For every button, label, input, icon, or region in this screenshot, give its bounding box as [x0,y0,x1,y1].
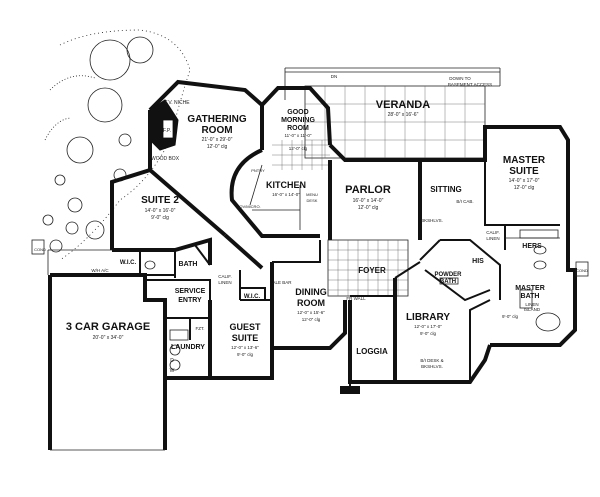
tv-niche-note: T.V. NICHE [164,100,190,106]
bi-desk-note-2: BKSHLVS. [421,364,443,369]
good-morning-name-1: GOOD [287,109,308,116]
veranda-name: VERANDA [376,99,430,111]
w-label: W [170,368,175,374]
bath-name: BATH [179,261,198,268]
dn-note: DN [331,74,338,79]
calif-linen-master-note-1: CALIF. [486,230,500,235]
ov-micro-note: OV/MICRO. [239,204,260,209]
service-entry-name-1: SERVICE [175,288,206,295]
sitting-name: SITTING [430,185,462,194]
dining-size: 12'-0" x 15'-6" [297,310,325,315]
master-bath-name-1: MASTER [515,285,545,292]
library-ceiling: 9'-0" clg [420,331,436,336]
cond-right-note: COND [576,268,588,273]
dining-name-1: DINING [295,287,327,297]
good-morning-ceiling: 12'-0" clg [289,146,308,151]
guest-ceiling: 9'-0" clg [237,352,253,357]
gathering-room-ceiling: 12'-0" clg [207,144,228,150]
guest-name-1: GUEST [229,322,261,332]
parlor-name: PARLOR [345,184,391,196]
parlor-ceiling: 12'-0" clg [358,205,379,211]
calif-linen-bath-note-1: CALIF. [218,274,232,279]
powder-name-2: BATH [440,279,456,285]
down-to-basement-note-2: BASEMENT ACCESS [448,82,492,87]
good-morning-size: 11'-0" x 11'-0" [284,133,311,138]
linen-island-note-1: LINEN [525,302,538,307]
guest-name-2: SUITE [232,333,259,343]
calif-linen-master-note-2: LINEN [486,236,499,241]
walls [47,79,577,451]
veranda-size: 28'-0" x 16'-6" [388,112,419,118]
hers-name: HERS [522,243,542,250]
library-name: LIBRARY [406,312,450,323]
master-suite-name-2: SUITE [509,166,539,177]
garage-size: 20'-0" x 34'-0" [93,335,124,341]
plan-notes: T.V. NICHE F.P. WOOD BOX DOWN TO BASEMEN… [34,74,588,374]
gathering-room-size: 21'-0" x 29'-0" [202,137,233,143]
gathering-room-name-1: GATHERING [187,114,246,125]
suite2-name: SUITE 2 [141,195,179,206]
parlor-size: 16'-0" x 14'-0" [353,198,384,204]
service-entry-name-2: ENTRY [178,297,202,304]
gathering-room-name-2: ROOM [201,125,232,136]
wood-box-note: WOOD BOX [151,156,180,162]
master-bath-name-2: BATH [521,293,540,300]
wic-left-name: W.I.C. [120,260,137,266]
menu-desk-note-2: DESK [307,198,318,203]
kitchen-name: KITCHEN [266,180,306,190]
calif-linen-bath-note-2: LINEN [218,280,231,285]
laundry-name: LAUNDRY [171,344,205,351]
dining-ceiling: 12'-0" clg [302,317,321,322]
room-labels: GATHERING ROOM 21'-0" x 29'-0" 12'-0" cl… [66,99,546,357]
down-to-basement-note-1: DOWN TO [449,76,471,81]
ale-bar-note: ALE BAR [272,280,292,285]
d-label: D [170,358,174,364]
veranda-paving [284,67,501,159]
master-bath-ceiling: 9'-0" clg [502,314,518,319]
linen-island-note-2: ISLAND [524,307,541,312]
suite2-size: 14'-0" x 16'-0" [145,208,176,214]
foyer-name: FOYER [358,266,386,275]
garage-name: 3 CAR GARAGE [66,321,150,333]
fzt-note: FZT. [196,326,205,331]
bi-desk-note-1: B/I DESK & [420,358,443,363]
guest-size: 12'-0" x 13'-6" [231,345,259,350]
powder-name-1: POWDER [435,272,463,278]
good-morning-name-2: MORNING [281,117,315,124]
dining-name-2: ROOM [297,298,325,308]
fixtures [31,164,589,394]
wh-ac-note: W/H A/C [91,268,109,273]
kitchen-tile [272,140,330,170]
master-suite-size: 14'-0" x 17'-0" [509,178,540,184]
library-size: 12'-0" x 17'-0" [414,324,442,329]
loggia-name: LOGGIA [356,347,388,356]
kitchen-size: 16'-0" x 14'-0" [272,192,300,197]
pantry-note: PNTRY [251,168,265,173]
bkshlvs-parlor-note: BKSHLVS. [421,218,443,223]
wic-guest-name: W.I.C. [244,294,261,300]
fp-note: F.P. [163,128,171,134]
his-name: HIS [472,258,484,265]
master-suite-ceiling: 12'-0" clg [514,185,535,191]
good-morning-name-3: ROOM [287,125,309,132]
fr-wall-note: FR WALL [346,296,366,301]
suite2-ceiling: 9'-0" clg [151,215,169,221]
cond-left-note: COND [34,247,46,252]
menu-desk-note-1: MENU [306,192,318,197]
master-suite-name-1: MASTER [503,155,546,166]
bi-cab-note: B/I CAB. [456,199,473,204]
